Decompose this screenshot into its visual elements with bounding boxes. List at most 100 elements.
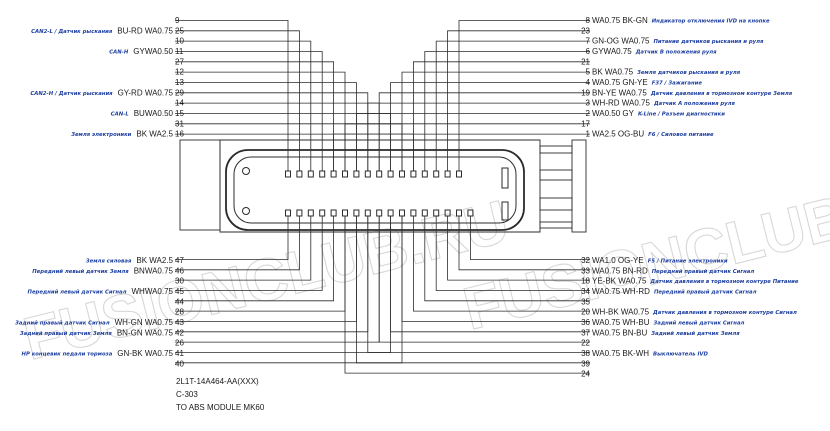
connector-destination: TO ABS MODULE MK60 xyxy=(176,403,265,412)
pin-cavity xyxy=(296,209,303,217)
wire-spec: WA1.0 OG-YE xyxy=(592,256,644,265)
wire-line xyxy=(175,61,335,171)
connector-rib xyxy=(539,197,573,211)
wire-spec: BNWA0.75 xyxy=(134,266,174,275)
connector-key-bottom xyxy=(242,207,250,215)
wire-spec: BN-YE WA0.75 xyxy=(592,88,647,97)
pin-cavity xyxy=(410,209,417,217)
pin-function-note: K-Line / Разъем диагностики xyxy=(638,111,725,117)
pin-number: 47 xyxy=(175,256,184,265)
pin-number: 18 xyxy=(581,277,590,286)
pin-number: 29 xyxy=(175,88,184,97)
connector-rib xyxy=(539,221,573,229)
wire-spec: BK WA2.5 xyxy=(136,256,173,265)
wire-line xyxy=(424,51,590,171)
pin-number: 31 xyxy=(175,119,184,128)
wire-line xyxy=(378,216,590,343)
pin-number: 41 xyxy=(175,349,184,358)
pin-cavity xyxy=(433,209,440,217)
connector-body xyxy=(179,139,587,233)
wire-line xyxy=(435,40,590,171)
wire-spec: BUWA0.50 xyxy=(134,109,174,118)
pin-cavity xyxy=(364,209,371,217)
pin-number: 10 xyxy=(175,37,184,46)
pin-function-note: Земля датчиков рыскания и руля xyxy=(637,70,741,76)
wire-line xyxy=(175,216,300,271)
pin-function-note: Датчик В положения руля xyxy=(635,49,717,55)
wire-spec: WA0.75 BN-RD xyxy=(592,266,648,275)
pin-number: 4 xyxy=(586,78,591,87)
wire-line xyxy=(175,51,323,171)
wire-spec: GN-BK WA0.75 xyxy=(117,349,173,358)
pin-number: 14 xyxy=(175,99,184,108)
pin-number: 19 xyxy=(581,88,590,97)
pin-number: 42 xyxy=(175,328,184,337)
pin-cavity xyxy=(399,170,405,178)
wire-spec: GYWA0.75 xyxy=(592,47,632,56)
pin-function-note: Индикатор отключения IVD на кнопке xyxy=(652,19,770,25)
wire-line xyxy=(175,216,335,302)
connector-id: C-303 xyxy=(176,390,198,399)
wire-line xyxy=(447,30,590,171)
pin-number: 12 xyxy=(175,68,184,77)
pin-cavity xyxy=(410,170,417,178)
pin-number: 16 xyxy=(175,130,184,139)
pin-number: 40 xyxy=(175,359,184,368)
wire-line xyxy=(401,71,590,171)
pin-number: 30 xyxy=(175,277,184,286)
pin-cavity xyxy=(353,170,360,178)
wire-line xyxy=(355,113,590,171)
pin-number: 28 xyxy=(175,308,184,317)
connector-shell xyxy=(225,149,525,231)
wire-lines xyxy=(175,20,590,374)
pin-cavity xyxy=(285,209,291,217)
pin-cavity xyxy=(456,209,462,217)
wire-line xyxy=(458,216,590,271)
pin-number: 36 xyxy=(581,318,590,327)
connector-rib xyxy=(539,169,573,181)
wire-line xyxy=(458,20,590,171)
pin-function-note: CAN2-L / Датчик рыскания xyxy=(31,29,113,35)
wire-spec: WA2.5 OG-BU xyxy=(592,130,644,139)
pin-cavity xyxy=(342,170,348,178)
wire-spec: BK WA2.5 xyxy=(136,130,173,139)
connector-housing-outer xyxy=(219,139,541,233)
pin-cavity xyxy=(376,170,383,178)
pin-number: 20 xyxy=(581,308,590,317)
pin-number: 15 xyxy=(175,109,184,118)
connector-flange-left xyxy=(179,139,221,231)
connector-rib xyxy=(539,145,573,154)
pin-function-note: CAN2-H / Датчик рыскания xyxy=(30,91,113,97)
pin-cavity xyxy=(307,209,314,217)
wire-spec: GYWA0.50 xyxy=(133,47,173,56)
pin-cavity xyxy=(330,170,337,178)
wire-line xyxy=(401,216,590,322)
pin-number: 25 xyxy=(175,26,184,35)
pin-function-note: Передний левый датчик Сигнал xyxy=(28,289,127,295)
pin-number: 5 xyxy=(586,68,591,77)
wire-spec: WH-GN WA0.75 xyxy=(115,318,174,327)
wire-spec: GY-RD WA0.75 xyxy=(118,88,174,97)
wire-line xyxy=(175,40,312,171)
part-number: 2L1T-14A464-AA(XXX) xyxy=(176,377,259,386)
pin-function-note: Задний правый датчик Сигнал xyxy=(15,320,110,326)
pin-cavity xyxy=(285,170,291,178)
wire-spec: WA0.50 GY xyxy=(592,109,635,118)
connector-shell-inner xyxy=(233,156,517,224)
pin-function-note: Передний правый датчик Сигнал xyxy=(652,269,755,275)
pin-cavity xyxy=(296,170,303,178)
pin-function-note: Задний левый датчик Земля xyxy=(651,331,740,337)
pin-number: 27 xyxy=(175,57,184,66)
pin-number: 21 xyxy=(581,57,590,66)
pin-number: 43 xyxy=(175,318,184,327)
wire-line xyxy=(367,102,590,171)
pin-cavity xyxy=(330,209,337,217)
caption-block: 2L1T-14A464-AA(XXX) C-303 TO ABS MODULE MK… xyxy=(176,377,265,412)
pin-number: 45 xyxy=(175,287,184,296)
pin-number: 38 xyxy=(581,349,590,358)
wire-line xyxy=(378,92,590,171)
wire-spec: YE-BK WA0.75 xyxy=(592,277,647,286)
wire-line xyxy=(412,61,590,171)
